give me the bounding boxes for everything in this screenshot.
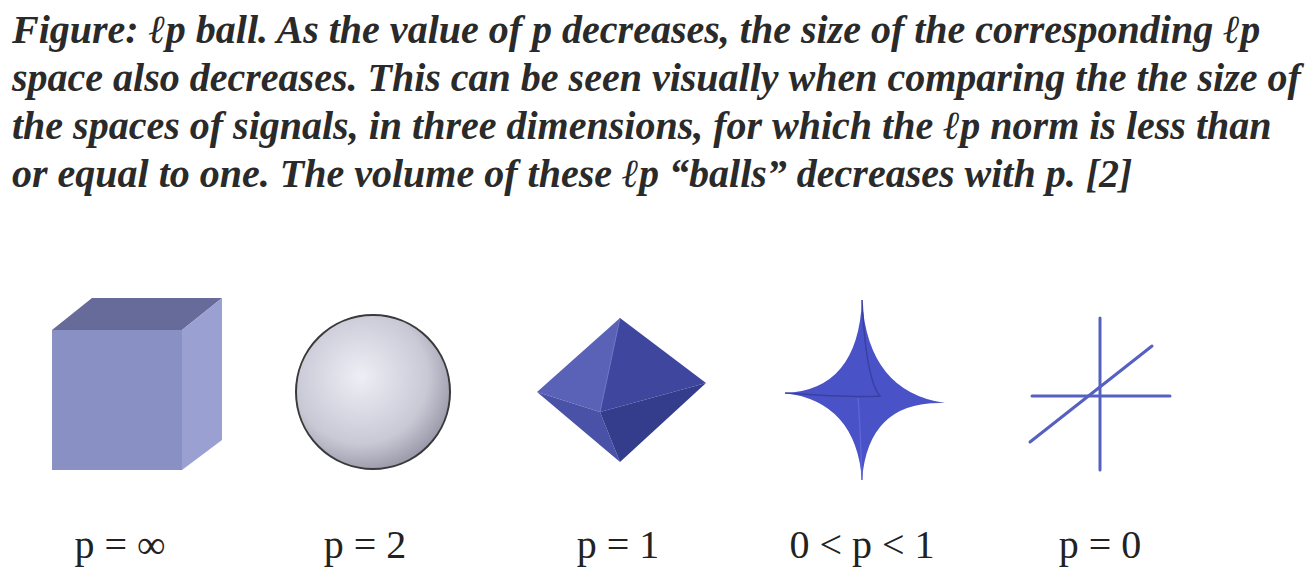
p-value-label: p = 2 bbox=[324, 522, 407, 568]
axes-cross bbox=[1030, 318, 1170, 470]
p-value-label: 0 < p < 1 bbox=[789, 522, 934, 568]
p-value-label: p = 0 bbox=[1059, 522, 1142, 568]
p-value-label: p = 1 bbox=[577, 522, 660, 568]
octahedron bbox=[537, 318, 706, 462]
figure-caption: Figure: ℓp ball. As the value of p decre… bbox=[12, 6, 1304, 198]
astroid bbox=[785, 300, 945, 480]
p-value-label: p = ∞ bbox=[74, 522, 165, 568]
sphere bbox=[296, 315, 450, 469]
cube bbox=[52, 298, 222, 470]
